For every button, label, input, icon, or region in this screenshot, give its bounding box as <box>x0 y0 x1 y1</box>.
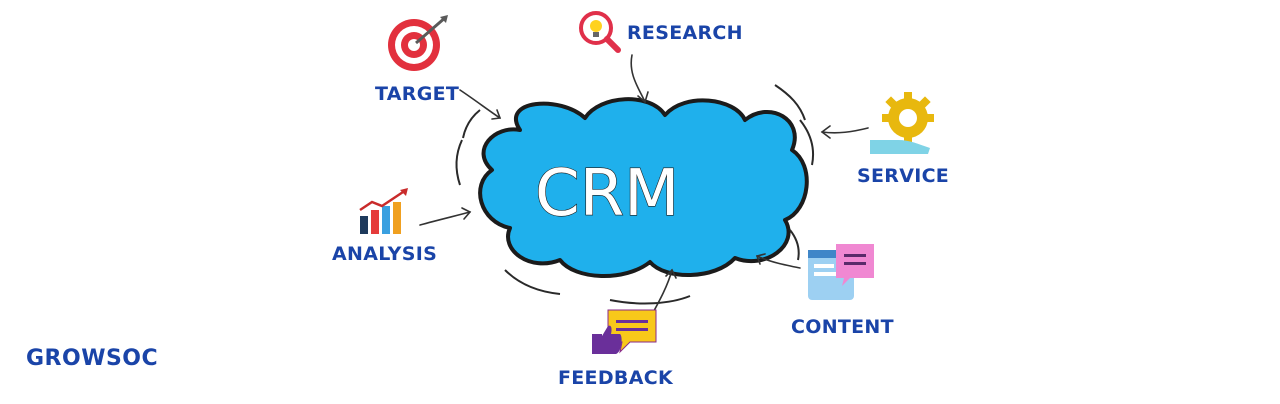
arrowhead-feedback <box>665 268 677 279</box>
web-page-chat-icon <box>808 244 874 300</box>
brand-logo-text: GROWSOC <box>26 346 159 371</box>
crm-title: CRM <box>535 157 679 231</box>
arrowhead-target <box>491 109 502 120</box>
node-analysis-label: ANALYSIS <box>332 243 438 265</box>
node-feedback-label: FEEDBACK <box>558 367 673 389</box>
arrow-content <box>756 255 801 269</box>
node-target-label: TARGET <box>375 83 460 105</box>
arrowhead-analysis <box>461 207 472 220</box>
crm-cloud: CRM <box>455 84 815 305</box>
arrowhead-content <box>755 253 766 265</box>
node-research-label: RESEARCH <box>627 22 743 44</box>
arrow-analysis <box>419 211 471 226</box>
magnifier-lightbulb-icon <box>579 11 621 53</box>
node-content-label: CONTENT <box>791 316 894 338</box>
arrowhead-research <box>637 91 649 104</box>
arrow-target <box>459 89 501 119</box>
target-arrow-icon <box>388 15 448 71</box>
arrow-service <box>821 127 869 134</box>
arrowhead-service <box>820 125 831 139</box>
thumbs-up-speech-icon <box>592 309 657 354</box>
bar-chart-rising-icon <box>359 188 408 234</box>
gear-hand-icon <box>870 92 934 154</box>
node-service-label: SERVICE <box>857 165 950 187</box>
arrow-research <box>630 54 646 103</box>
